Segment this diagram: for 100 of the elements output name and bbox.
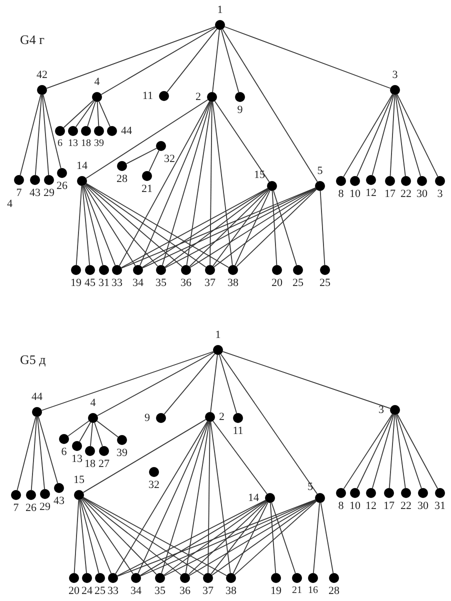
vertex-label: 8 bbox=[338, 188, 344, 200]
edge-line bbox=[82, 498, 157, 575]
edge-line bbox=[63, 100, 94, 128]
vertex-label: 12 bbox=[366, 187, 376, 199]
vertex-label: 32 bbox=[148, 479, 160, 491]
edge-line bbox=[190, 188, 316, 268]
vertex-label: 30 bbox=[416, 188, 428, 200]
vertex-label: 44 bbox=[32, 391, 42, 403]
graph-label: G4 г bbox=[20, 32, 44, 48]
edge-line bbox=[42, 94, 62, 169]
edge-line bbox=[20, 94, 42, 176]
edge-line bbox=[138, 421, 208, 574]
vertex-label: 3 bbox=[392, 69, 398, 81]
vertex-label: 38 bbox=[226, 585, 236, 597]
vertex-label: 17 bbox=[384, 188, 396, 200]
edge-line bbox=[210, 502, 268, 574]
edge-line bbox=[80, 499, 112, 574]
edge-line bbox=[396, 94, 438, 177]
edge-line bbox=[166, 28, 218, 93]
vertex-label: 16 bbox=[308, 585, 318, 597]
vertex-number: 4 bbox=[7, 198, 12, 210]
vertex-label: 7 bbox=[13, 502, 19, 514]
edge-line bbox=[34, 94, 42, 176]
vertex-label: 4 bbox=[90, 397, 96, 409]
vertex-label: 14 bbox=[248, 492, 259, 504]
edge-line bbox=[212, 102, 233, 266]
vertex-label: 7 bbox=[16, 187, 22, 199]
edge-line bbox=[79, 500, 87, 574]
edge-line bbox=[212, 190, 270, 266]
edge-line bbox=[372, 94, 394, 176]
vertex-label: 29 bbox=[40, 501, 50, 513]
vertex-label: 18 bbox=[81, 138, 91, 150]
vertex-label: 42 bbox=[36, 69, 48, 81]
edge-line bbox=[86, 99, 208, 179]
vertex-label: 15 bbox=[74, 474, 84, 486]
vertex-label: 1 bbox=[217, 4, 223, 16]
vertex-label: 20 bbox=[68, 585, 80, 597]
edge-line bbox=[82, 185, 104, 266]
edge-line bbox=[320, 502, 334, 574]
vertex-label: 39 bbox=[94, 138, 104, 150]
vertex-label: 10 bbox=[350, 500, 360, 512]
edge-line bbox=[142, 188, 268, 268]
edge-line bbox=[86, 183, 230, 268]
edge-line bbox=[273, 190, 297, 266]
vertex-label: 10 bbox=[350, 188, 360, 200]
edge-line bbox=[396, 414, 422, 489]
edge-line bbox=[82, 186, 90, 266]
edge-line bbox=[236, 189, 317, 267]
vertex-label: 30 bbox=[418, 500, 428, 512]
vertex-label: 26 bbox=[56, 180, 68, 192]
vertex-label: 2 bbox=[219, 411, 224, 423]
edge-line bbox=[38, 416, 58, 484]
vertex-label: 13 bbox=[68, 138, 78, 150]
edge-line bbox=[164, 188, 268, 268]
edge-line bbox=[222, 351, 391, 409]
vertex-label: 5 bbox=[317, 165, 323, 177]
vertex-label: 36 bbox=[180, 277, 192, 289]
edge-line bbox=[212, 500, 316, 576]
edge-line bbox=[140, 500, 266, 576]
edge-line bbox=[189, 189, 269, 267]
edge-line bbox=[164, 353, 216, 415]
vertex-label: 39 bbox=[116, 447, 128, 459]
edge-line bbox=[85, 184, 183, 268]
edge-line bbox=[164, 500, 266, 576]
edge-line bbox=[84, 184, 136, 266]
edge-line bbox=[76, 186, 82, 266]
vertex-label: 21 bbox=[292, 585, 302, 597]
vertex-label: 11 bbox=[232, 425, 244, 437]
vertex-label: 44 bbox=[121, 125, 132, 137]
edge-line bbox=[83, 185, 116, 266]
edge-line bbox=[140, 101, 210, 266]
vertex-label: 12 bbox=[366, 500, 376, 512]
vertex-label: 34 bbox=[132, 277, 144, 289]
edge-line bbox=[210, 102, 212, 266]
vertex-label: 19 bbox=[270, 585, 282, 597]
vertex-label: 34 bbox=[130, 585, 142, 597]
edge-line bbox=[218, 354, 238, 414]
edge-line bbox=[320, 190, 326, 266]
edge-line bbox=[46, 26, 216, 89]
edge-line bbox=[343, 414, 393, 490]
edge-line bbox=[234, 190, 270, 266]
vertex-label: 15 bbox=[254, 169, 265, 181]
edge-line bbox=[126, 148, 157, 164]
edge-line bbox=[86, 183, 206, 268]
vertex-label: 5 bbox=[308, 481, 313, 493]
edge-line bbox=[212, 30, 220, 92]
vertex-label: 45 bbox=[84, 277, 96, 289]
vertex-label: 9 bbox=[237, 104, 243, 116]
vertex-label: 43 bbox=[54, 495, 64, 507]
edge-line bbox=[37, 416, 45, 490]
edge-line bbox=[100, 27, 216, 95]
vertex-label: 6 bbox=[61, 446, 67, 458]
edge-line bbox=[390, 94, 396, 176]
edge-line bbox=[96, 420, 118, 438]
vertex-label: 35 bbox=[156, 277, 166, 289]
edge-line bbox=[81, 498, 134, 574]
vertex-label: 22 bbox=[400, 500, 412, 512]
vertex-label: 11 bbox=[142, 90, 153, 102]
vertex-label: 19 bbox=[70, 277, 82, 289]
edge-line bbox=[117, 500, 266, 576]
